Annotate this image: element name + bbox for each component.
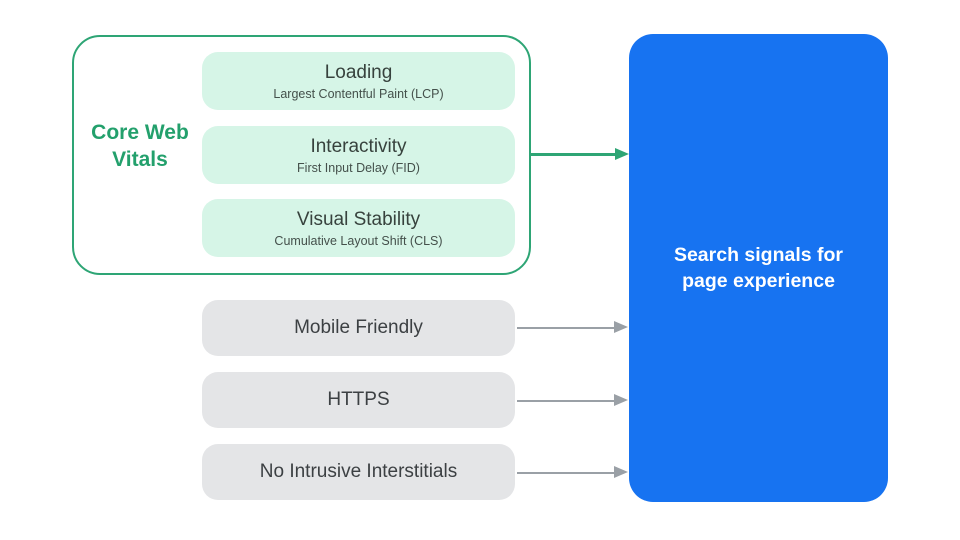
- arrow-line: [517, 326, 617, 329]
- vital-title-loading: Loading: [324, 61, 393, 83]
- vital-title-visual-stability: Visual Stability: [296, 208, 421, 230]
- vital-title-interactivity: Interactivity: [310, 135, 407, 157]
- signal-card-https: HTTPS: [202, 372, 515, 428]
- arrowhead-right-icon: [615, 148, 629, 160]
- arrowhead-right-icon: [614, 321, 628, 333]
- arrowhead-right-icon: [614, 394, 628, 406]
- core-web-vitals-label: Core Web Vitals: [91, 121, 189, 171]
- vital-card-loading: Loading Largest Contentful Paint (LCP): [202, 52, 515, 110]
- vital-card-visual-stability: Visual Stability Cumulative Layout Shift…: [202, 199, 515, 257]
- signal-label-https: HTTPS: [327, 389, 390, 410]
- vital-card-interactivity: Interactivity First Input Delay (FID): [202, 126, 515, 184]
- vital-subtitle-lcp: Largest Contentful Paint (LCP): [273, 86, 444, 101]
- signal-label-no-intrusive-interstitials: No Intrusive Interstitials: [259, 461, 458, 482]
- signal-label-mobile-friendly: Mobile Friendly: [294, 317, 423, 338]
- arrow-line: [517, 471, 617, 474]
- no-intrusive-interstitials-arrow: [517, 466, 629, 479]
- search-signals-label: Search signals for page experience: [673, 244, 844, 292]
- signal-card-no-intrusive-interstitials: No Intrusive Interstitials: [202, 444, 515, 500]
- vital-subtitle-fid: First Input Delay (FID): [297, 160, 420, 175]
- arrow-line: [531, 153, 619, 156]
- core-web-vitals-arrow: [531, 148, 629, 161]
- mobile-friendly-arrow: [517, 321, 629, 334]
- arrowhead-right-icon: [614, 466, 628, 478]
- https-arrow: [517, 394, 629, 407]
- arrow-line: [517, 399, 617, 402]
- signal-card-mobile-friendly: Mobile Friendly: [202, 300, 515, 356]
- vital-subtitle-cls: Cumulative Layout Shift (CLS): [274, 233, 443, 248]
- search-signals-box: Search signals for page experience: [629, 34, 888, 502]
